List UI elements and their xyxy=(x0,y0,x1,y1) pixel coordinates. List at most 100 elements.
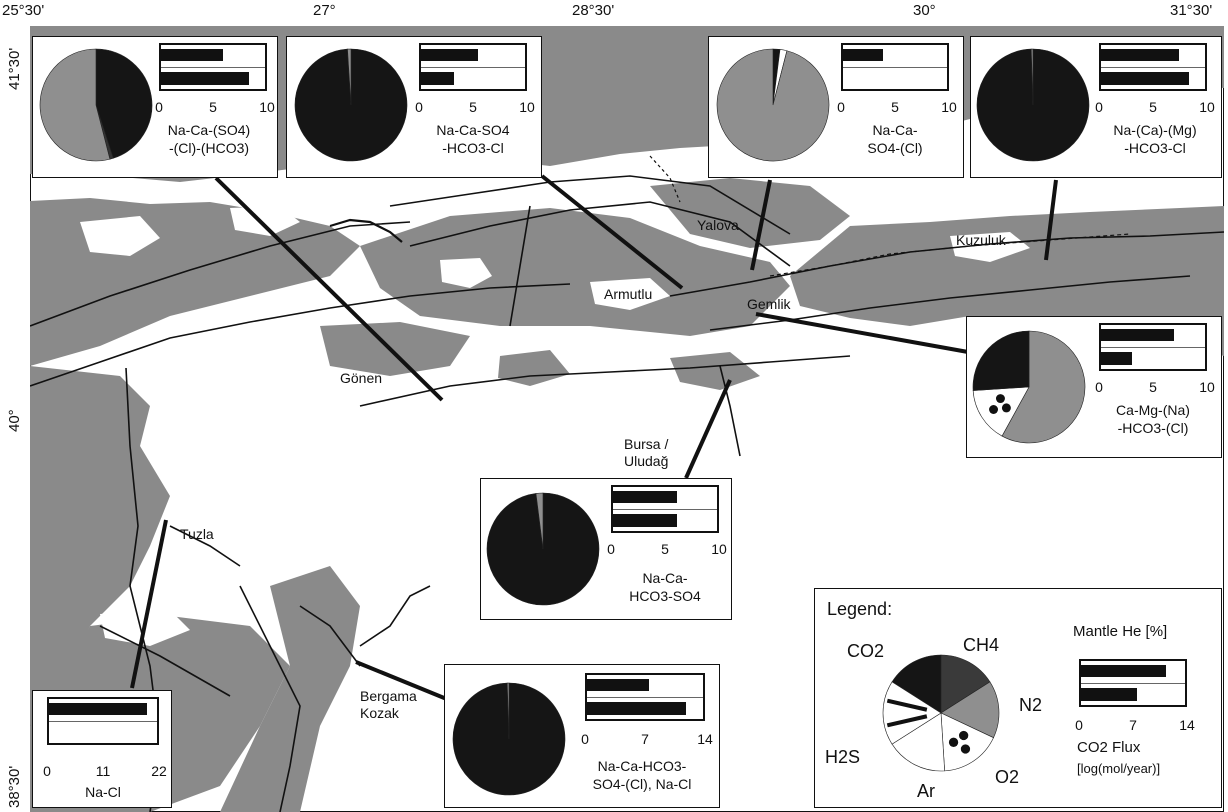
lon-label-2: 27° xyxy=(313,2,336,19)
thrust-front xyxy=(329,218,403,243)
place-bursa: Bursa /Uludağ xyxy=(624,436,669,469)
legend-ar: Ar xyxy=(917,781,935,801)
leader-yalova xyxy=(750,179,772,271)
bar-panel xyxy=(47,697,159,745)
o2-dot xyxy=(960,744,971,754)
fault-10 xyxy=(359,585,431,647)
o2-dot xyxy=(995,394,1005,404)
fault-3 xyxy=(389,175,791,235)
inset-yalova: 0 5 10 Na-Ca- SO4-(Cl) xyxy=(708,36,964,178)
gas-pie-chart xyxy=(294,48,408,162)
water-type: Na-Ca-SO4 -HCO3-Cl xyxy=(413,121,533,157)
tick-label: 22 xyxy=(151,763,167,779)
tick-label: 5 xyxy=(469,99,477,115)
water-type-line: Na-Ca-SO4 xyxy=(436,122,510,138)
tick-label: 0 xyxy=(1095,379,1103,395)
leader-gonen xyxy=(214,176,444,402)
legend-slice-o2 xyxy=(940,712,994,772)
lake-3 xyxy=(440,258,492,288)
tick-label: 5 xyxy=(661,541,669,557)
fault-9 xyxy=(239,585,301,812)
water-type-line: Na-Ca- xyxy=(872,122,918,138)
mantle-he-bar xyxy=(1101,48,1179,61)
water-type-line: Na-Cl xyxy=(85,784,121,800)
gas-pie-chart xyxy=(39,48,153,162)
o2-dot xyxy=(959,730,969,741)
gas-pie-chart xyxy=(972,330,1086,444)
land-blob-2 xyxy=(670,352,760,390)
lat-label-2: 40° xyxy=(6,409,23,432)
lake-5 xyxy=(950,232,1030,262)
tick-label: 10 xyxy=(711,541,727,557)
place-tuzla: Tuzla xyxy=(180,526,214,542)
fault-12 xyxy=(719,365,741,457)
bar-panel xyxy=(841,43,949,91)
pie-slice-o2 xyxy=(972,386,1030,437)
leader-bergama xyxy=(355,660,455,704)
fault-1 xyxy=(30,221,411,327)
legend-bar-panel xyxy=(1079,659,1187,707)
co2-flux-bar xyxy=(613,514,678,527)
water-type-line: HCO3-SO4 xyxy=(629,588,701,604)
mantle-he-bar xyxy=(421,48,479,61)
legend-he-label: Mantle He [%] xyxy=(1073,623,1168,640)
pie-slice-n2 xyxy=(716,48,830,162)
tick-label: 0 xyxy=(1075,717,1083,733)
water-type-line: Ca-Mg-(Na) xyxy=(1116,402,1190,418)
water-type-line: SO4-(Cl) xyxy=(867,140,923,156)
tick-label: 10 xyxy=(1199,379,1215,395)
tick-label: 0 xyxy=(581,731,589,747)
co2-flux-bar xyxy=(1101,352,1133,365)
place-gonen: Gönen xyxy=(340,370,383,386)
gas-pie-chart xyxy=(976,48,1090,162)
tick-label: 10 xyxy=(941,99,957,115)
legend-slice-co2 xyxy=(891,654,942,714)
tick-label: 14 xyxy=(1179,717,1195,733)
lake-4 xyxy=(590,278,670,310)
bar-panel xyxy=(611,485,719,533)
water-type-line: -HCO3-Cl xyxy=(442,140,504,156)
tick-label: 5 xyxy=(891,99,899,115)
gas-pie-chart xyxy=(452,682,566,796)
leader-gemlik xyxy=(755,312,969,354)
legend-o2: O2 xyxy=(995,767,1020,787)
leader-tuzla xyxy=(130,519,168,689)
tick-label: 10 xyxy=(1199,99,1215,115)
lake-1 xyxy=(80,216,160,256)
lon-label-3: 28°30' xyxy=(572,2,615,19)
h2s-hatch xyxy=(886,698,928,712)
co2-flux-bar xyxy=(587,702,687,715)
tick-label: 0 xyxy=(155,99,163,115)
water-type: Na-Cl xyxy=(43,783,163,801)
land-south-strip xyxy=(320,322,470,376)
h2s-hatch xyxy=(886,714,928,728)
place-kuzuluk: Kuzuluk xyxy=(956,232,1006,248)
tick-label: 0 xyxy=(837,99,845,115)
mantle-he-bar xyxy=(843,48,883,61)
water-type: Na-Ca-HCO3-SO4-(Cl), Na-Cl xyxy=(569,757,715,793)
legend: Legend: CO2 CH4 N2 O2 Ar H2S Mantle He [… xyxy=(814,588,1222,808)
mantle-he-bar xyxy=(49,702,148,715)
lat-label-1: 41°30' xyxy=(6,47,23,90)
lon-label-1: 25°30' xyxy=(2,2,45,19)
pie-slice-co2 xyxy=(95,48,153,159)
legend-h2s: H2S xyxy=(825,747,861,767)
pie-slice-n2 xyxy=(39,48,111,162)
legend-title: Legend: xyxy=(827,599,893,619)
place-armutlu: Armutlu xyxy=(604,286,653,302)
water-type: Na-(Ca)-(Mg)-HCO3-Cl xyxy=(1091,121,1219,157)
mantle-he-bar xyxy=(161,48,224,61)
leader-kuzuluk xyxy=(1044,179,1058,261)
tick-label: 0 xyxy=(415,99,423,115)
water-type-line: Na-Ca-(SO4) xyxy=(167,122,251,138)
fault-7 xyxy=(359,355,851,407)
fault-15 xyxy=(299,605,361,667)
bar-panel xyxy=(1099,323,1207,371)
legend-pie xyxy=(882,654,1000,772)
water-type-line: -HCO3-(Cl) xyxy=(1117,420,1189,436)
tick-label: 5 xyxy=(1149,379,1157,395)
bar-panel xyxy=(419,43,527,91)
